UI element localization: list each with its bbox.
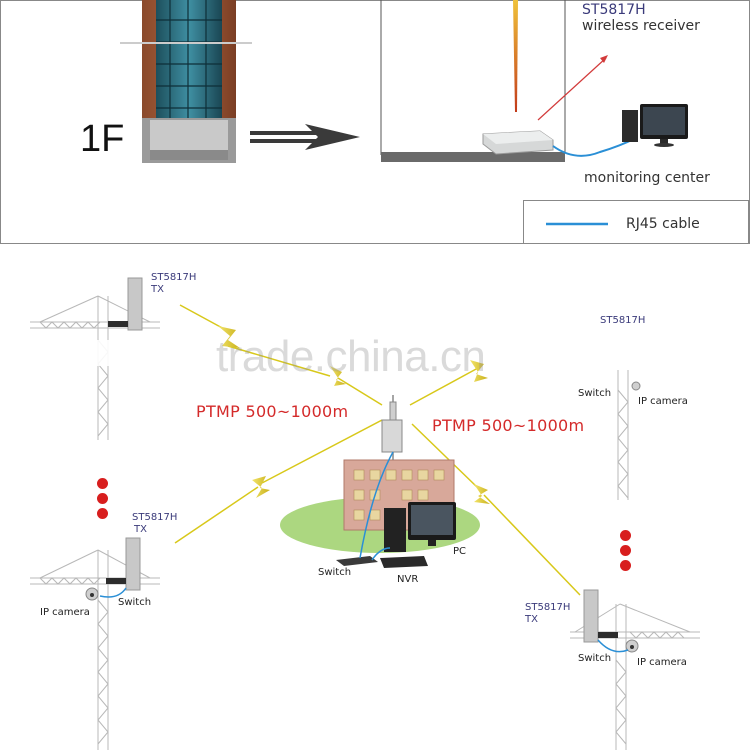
central-base-station	[280, 395, 480, 568]
nvr-label: NVR	[397, 574, 419, 585]
ip-camera-label: IP camera	[40, 607, 90, 618]
receiver-desc-label: wireless receiver	[582, 18, 700, 34]
receiver-model-label: ST5817H	[582, 2, 646, 18]
direction-arrow	[250, 124, 360, 150]
ptmp-left-label: PTMP 500~1000m	[196, 402, 349, 421]
tx-model-label: ST5817H	[151, 272, 197, 283]
tower-crane-top-right	[590, 330, 652, 500]
continuation-dot	[620, 560, 631, 571]
tx-model-label: ST5817H	[132, 512, 178, 523]
switch-icon	[336, 556, 378, 566]
tower-crane-bottom-left	[30, 537, 160, 750]
receiver-room	[380, 0, 637, 162]
floor-label: 1F	[80, 118, 125, 160]
tx-label: TX	[134, 524, 147, 535]
tx-label: TX	[525, 614, 538, 625]
tx-model-label: ST5817H	[600, 315, 646, 326]
ip-camera-icon	[631, 381, 641, 391]
ptmp-right-label: PTMP 500~1000m	[432, 416, 585, 435]
pc-label: PC	[453, 546, 467, 557]
switch-label: Switch	[118, 597, 152, 608]
tx-model-label: ST5817H	[525, 602, 571, 613]
rf-links	[174, 304, 581, 596]
ip-camera-label: IP camera	[638, 396, 688, 407]
continuation-dot	[97, 493, 108, 504]
cable-legend-label: RJ45 cable	[626, 216, 700, 232]
tx-label: TX	[151, 284, 164, 295]
nvr-icon	[380, 556, 428, 568]
ip-camera-label: IP camera	[637, 657, 687, 668]
pc-tower-icon	[384, 508, 406, 552]
switch-label: Switch	[578, 388, 612, 399]
cable-legend	[523, 200, 749, 244]
switch-label: Switch	[318, 567, 352, 578]
continuation-dot	[620, 530, 631, 541]
watermark: trade.china.cn	[216, 332, 486, 381]
elevator-shaft-illustration	[120, 0, 252, 163]
ap-antenna-icon	[381, 419, 403, 453]
switch-label: Switch	[578, 653, 612, 664]
wireless-receiver-device	[482, 130, 554, 155]
continuation-dot	[97, 508, 108, 519]
rf-link-bolts	[218, 326, 490, 504]
continuation-dot	[620, 545, 631, 556]
tower-crane-top-left	[30, 277, 160, 440]
tower-crane-bottom-right	[570, 589, 700, 750]
monitoring-computer	[622, 104, 688, 147]
monitoring-center-label: monitoring center	[584, 170, 710, 186]
continuation-dot	[97, 478, 108, 489]
